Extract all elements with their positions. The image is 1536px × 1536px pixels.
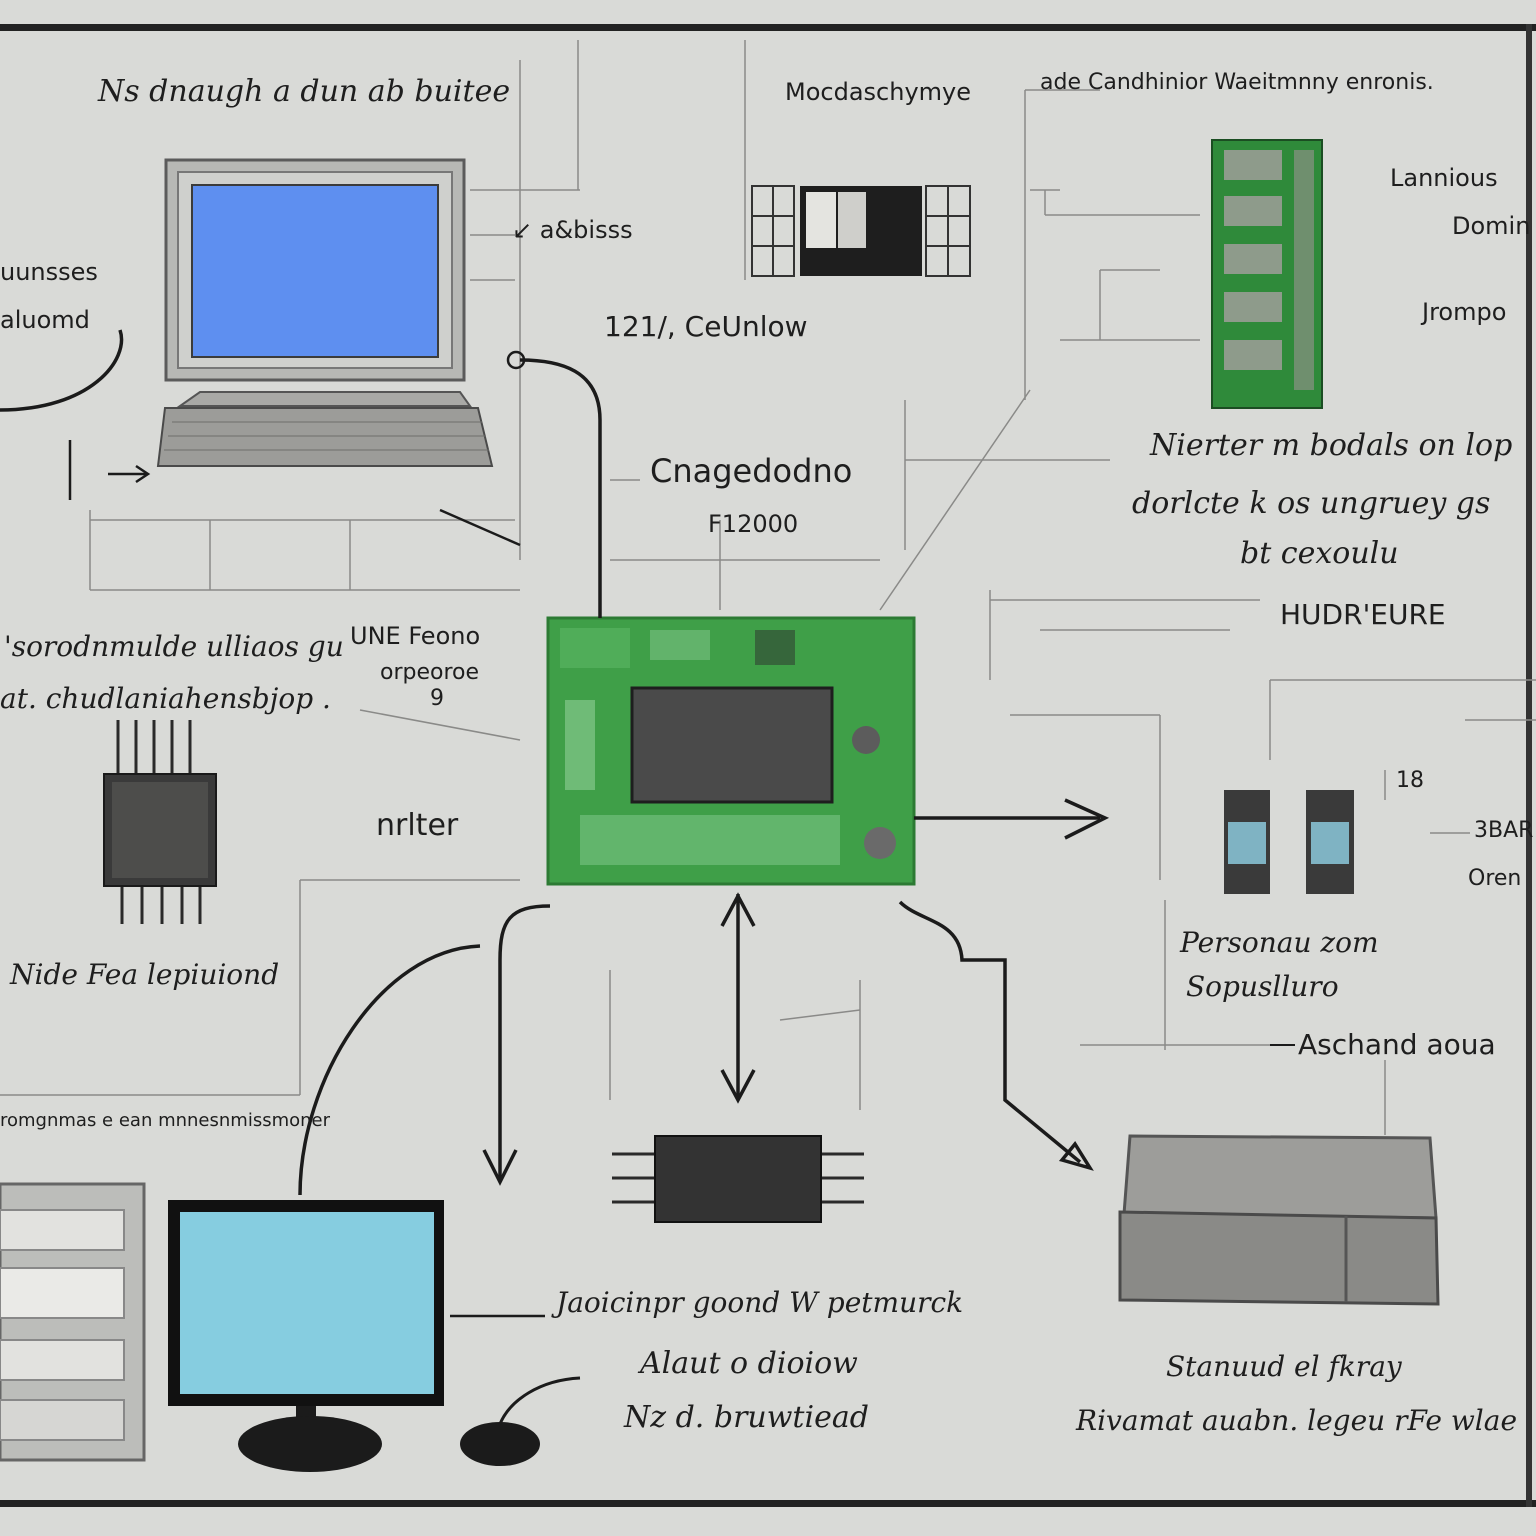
personal-label-1: Personau zom <box>1180 926 1379 959</box>
nine-label: 9 <box>430 686 444 711</box>
bottom-right-label-1: Stanuud el fkray <box>1166 1350 1402 1383</box>
frame-border-right <box>1526 24 1532 1507</box>
code-label: 121/, CeUnlow <box>604 310 808 343</box>
num-18-label: 18 <box>1396 768 1424 793</box>
storage-drive-icon <box>1118 1134 1440 1306</box>
left-desc-2: at. chudlaniahensbjop . <box>0 682 331 715</box>
battery-icon <box>1306 790 1354 894</box>
battery-icon <box>1224 790 1270 894</box>
personal-label-2: Sopuslluro <box>1186 970 1339 1003</box>
right-desc-3: bt cexoulu <box>1240 536 1399 571</box>
feono-label-2: orpeoroe <box>380 660 480 685</box>
left-desc-1: 'sorodnmulde ulliaos gu <box>4 630 344 663</box>
connection-lines <box>0 329 1295 1318</box>
top-right-title: ade Candhinior Waeitmnny enronis. <box>1040 70 1434 95</box>
small-caption: romgnmas e ean mnnesnmissmoner <box>0 1110 331 1131</box>
right-label-2: Domin <box>1452 212 1531 240</box>
right-label-3: Jrompo <box>1422 298 1507 326</box>
left-cut-label-2: aluomd <box>0 306 90 334</box>
num-3bar-label: 3BAR <box>1474 818 1534 843</box>
keyboard-icon <box>156 391 494 467</box>
hdr-label: HUDR'EURE <box>1280 598 1446 631</box>
frame-border-top <box>0 24 1536 31</box>
lcd-monitor-icon <box>168 1200 444 1472</box>
computer-monitor-icon <box>164 158 466 382</box>
center-label: Cnagedodno <box>650 452 853 490</box>
aschand-label: Aschand aoua <box>1298 1028 1496 1061</box>
frame-border-bottom <box>0 1500 1536 1507</box>
nide-label: Nide Fea lepiuiond <box>10 958 280 991</box>
feono-label-1: UNE Feono <box>350 622 481 650</box>
oren-label: Oren <box>1468 866 1522 891</box>
right-label-1: Lannious <box>1390 164 1498 192</box>
bottom-right-label-2: Rivamat auabn. legeu rFe wlae <box>1076 1404 1518 1437</box>
right-desc-1: Nierter m bodals on lop <box>1150 428 1513 463</box>
top-left-title: Ns dnaugh a dun ab buitee <box>98 74 511 109</box>
top-center-title: Mocdaschymye <box>785 78 971 106</box>
center-sub-label: F12000 <box>708 510 799 538</box>
server-rack-icon <box>0 1182 146 1462</box>
bottom-center-label-2: Alaut o dioiow <box>640 1346 858 1381</box>
ic-chip-icon <box>612 1135 864 1223</box>
left-cut-label-1: uunsses <box>0 258 98 286</box>
construction-lines <box>0 40 1536 1135</box>
abisss-label: ↙ a&bisss <box>512 216 633 244</box>
mouse-icon <box>460 1376 581 1466</box>
display-panel-icon <box>751 185 971 277</box>
bottom-center-label-1: Jaoicinpr goond W petmurck <box>556 1286 964 1319</box>
nrlter-label: nrlter <box>376 808 459 843</box>
ic-chip-icon <box>103 720 217 924</box>
circuit-board-icon <box>546 616 916 886</box>
memory-module-icon <box>1211 139 1323 409</box>
bottom-center-label-3: Nz d. bruwtiead <box>624 1400 869 1435</box>
right-desc-2: dorlcte k os ungruey gs <box>1132 486 1491 521</box>
